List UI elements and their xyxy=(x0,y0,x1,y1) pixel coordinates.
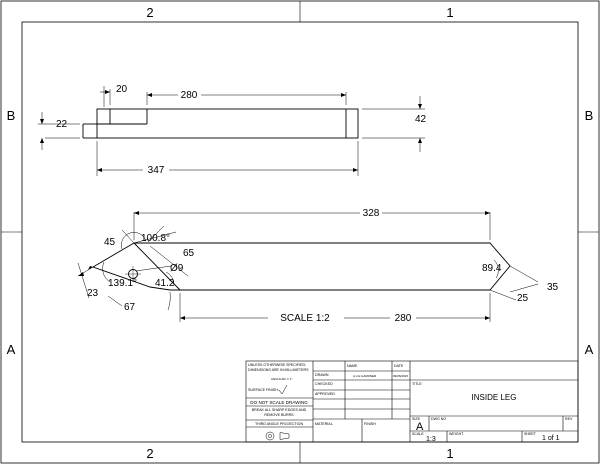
dim-42: 42 xyxy=(415,114,427,125)
tb-sheet: 1 of 1 xyxy=(542,435,560,442)
front-view-inner-edge xyxy=(133,242,181,291)
third-angle-projection-symbol xyxy=(265,431,290,441)
dim-25: 25 xyxy=(517,293,529,304)
dim-22: 22 xyxy=(56,119,68,130)
tb-dwg-no-label: DWG NO xyxy=(431,417,446,421)
tb-size-label: SIZE xyxy=(412,417,421,421)
front-view-dimensions xyxy=(77,212,539,322)
tb-notes-1: UNLESS OTHERWISE SPECIFIED: xyxy=(248,363,306,367)
inner-border xyxy=(21,21,579,443)
tb-title-label: TITLE xyxy=(412,382,422,386)
tb-notes-angular: ANGULAR: ± 1° xyxy=(271,377,293,381)
dim-23: 23 xyxy=(87,288,99,299)
dim-280b: 280 xyxy=(395,313,412,324)
front-view-arrows xyxy=(78,211,490,320)
top-view-body xyxy=(96,108,359,139)
tb-scale-label: SCALE xyxy=(412,432,424,436)
tb-break-1: BREAK ALL SHARP EDGES AND xyxy=(252,408,307,412)
drawing-title: INSIDE LEG xyxy=(472,393,517,402)
tb-drawn-name: A.J.H.GARDNER xyxy=(353,374,377,378)
dim-894: 89.4 xyxy=(482,263,502,274)
tb-break-2: REMOVE BURRS xyxy=(264,413,294,417)
tb-finish: FINISH xyxy=(364,422,376,426)
title-block xyxy=(245,360,579,443)
tb-do-not-scale: DO NOT SCALE DRAWING xyxy=(250,400,308,405)
top-view xyxy=(82,108,359,139)
dim-139: 139.1° xyxy=(108,278,137,289)
zone-label-left-a: A xyxy=(7,342,16,357)
tb-header-name: NAME xyxy=(347,364,358,368)
dim-41: 41.2 xyxy=(155,278,175,289)
dim-35: 35 xyxy=(547,282,559,293)
zone-label-right-b: B xyxy=(585,108,594,123)
zone-label-top-right: 1 xyxy=(446,5,453,20)
tb-row-checked: CHECKED xyxy=(315,382,333,386)
surface-finish-symbol xyxy=(278,384,288,395)
dim-328: 328 xyxy=(363,208,380,219)
tb-drawn-date: 09/06/2015 xyxy=(393,374,408,378)
tb-notes-2: DIMENSIONS ARE IN MILLIMETERS xyxy=(248,368,309,372)
dim-280: 280 xyxy=(181,90,198,101)
tb-row-approved: APPROVED xyxy=(315,392,335,396)
tb-surface-finish: SURFACE FINISH: xyxy=(248,388,279,392)
tb-third-angle: THIRD ANGLE PROJECTION xyxy=(255,422,304,426)
dim-20: 20 xyxy=(116,84,128,95)
dim-67: 67 xyxy=(124,302,136,313)
tb-row-drawn: DRAWN xyxy=(315,373,329,377)
zone-label-right-a: A xyxy=(585,342,594,357)
tb-scale: 1:3 xyxy=(426,436,436,443)
zone-label-bottom-right: 1 xyxy=(446,446,453,461)
zone-label-bottom-left: 2 xyxy=(146,446,153,461)
top-view-arrows xyxy=(40,90,422,172)
top-view-dimensions xyxy=(38,86,425,176)
tb-rev-label: REV xyxy=(565,417,573,421)
tb-sheet-label: SHEET xyxy=(524,432,537,436)
dim-347: 347 xyxy=(148,165,165,176)
zone-label-top-left: 2 xyxy=(146,5,153,20)
tb-header-date: DATE xyxy=(394,364,404,368)
dim-45: 45 xyxy=(104,237,116,248)
dim-dia9: Ø9 xyxy=(170,263,184,274)
dim-angle-100: 100.8° xyxy=(141,233,170,244)
tb-size: A xyxy=(416,421,424,433)
scale-label-view: SCALE 1:2 xyxy=(280,313,330,324)
zone-label-left-b: B xyxy=(7,108,16,123)
tb-material: MATERIAL xyxy=(315,422,333,426)
dim-65: 65 xyxy=(183,248,195,259)
tb-weight-label: WEIGHT xyxy=(449,432,464,436)
